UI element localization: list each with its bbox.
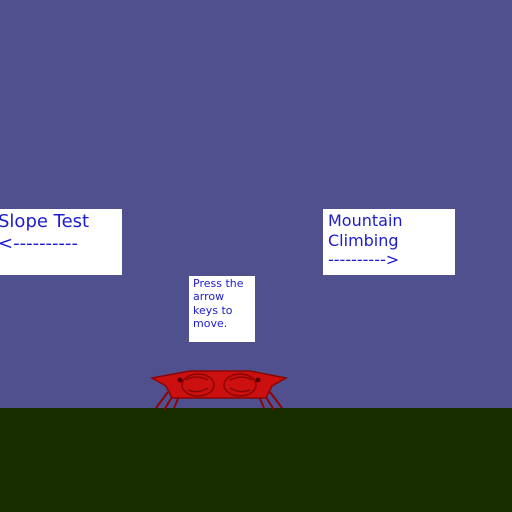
instructions-line-2: arrow: [193, 290, 225, 304]
crab-left-claw: [181, 373, 215, 397]
instructions-sign: Press the arrow keys to move.: [189, 276, 255, 342]
player-crab-icon[interactable]: [150, 368, 288, 412]
mountain-climbing-sign: Mountain Climbing ---------->: [323, 209, 455, 275]
instructions-line-1: Press the: [193, 277, 244, 290]
mountain-climbing-line-1: Mountain: [328, 211, 403, 230]
sky-background: [0, 0, 512, 408]
crab-left-eye: [177, 377, 183, 383]
slope-test-arrow: <----------: [0, 232, 79, 254]
mountain-climbing-arrow: ---------->: [328, 250, 400, 270]
instructions-line-4: move.: [193, 317, 228, 331]
ground-floor: [0, 408, 512, 512]
crab-shell: [150, 370, 288, 399]
mountain-climbing-line-2: Climbing: [328, 230, 399, 250]
instructions-line-3: keys to: [193, 303, 233, 317]
slope-test-sign: Slope Test <----------: [0, 209, 122, 275]
crab-right-claw: [223, 373, 257, 397]
slope-test-title: Slope Test: [0, 211, 90, 232]
crab-right-eye: [255, 377, 261, 383]
